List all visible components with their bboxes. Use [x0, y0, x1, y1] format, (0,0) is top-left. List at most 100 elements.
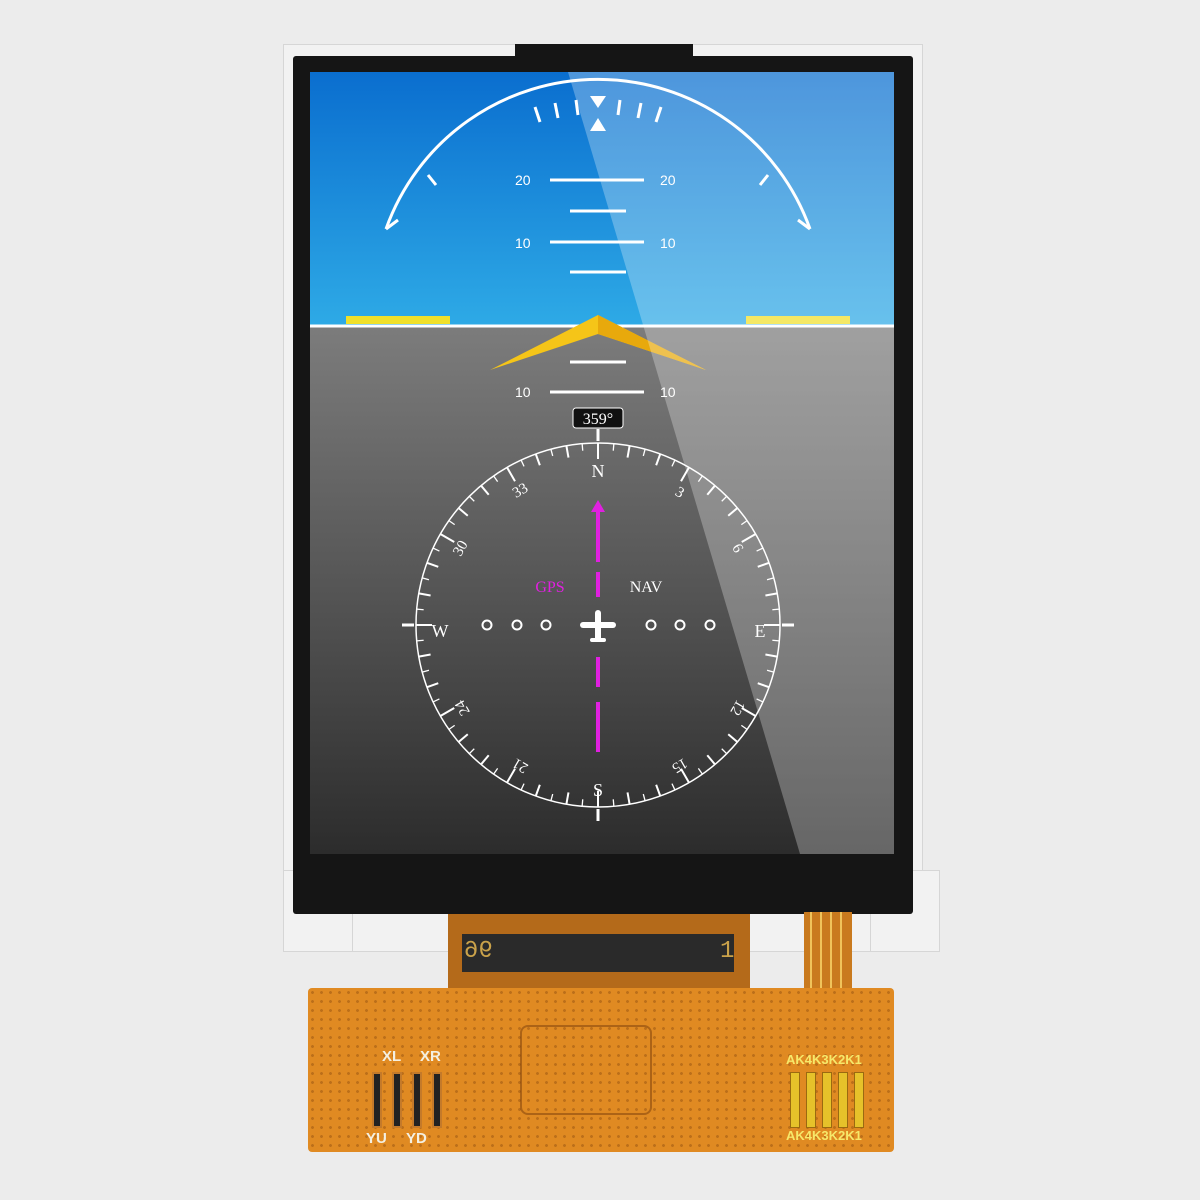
compass-tick: [432, 698, 440, 703]
bank-index-top-icon: [590, 96, 606, 108]
compass-tick: [506, 768, 516, 784]
compass-tick: [493, 475, 499, 483]
bank-arc: [384, 77, 812, 230]
pitch-ladder: [550, 178, 644, 394]
screen-glare: [568, 72, 894, 854]
compass-tick: [680, 466, 690, 482]
compass-tick: [565, 445, 570, 458]
compass-tick: [581, 799, 584, 807]
backlight-pad-a: [790, 1072, 800, 1128]
compass-tick: [756, 698, 764, 703]
compass-tick: [741, 707, 757, 717]
compass-tick: [426, 561, 439, 568]
compass-tick: [741, 533, 757, 543]
compass-21: 21: [510, 754, 531, 775]
compass-tick: [772, 608, 780, 611]
fpc-pin-label-right: 1: [720, 938, 735, 965]
pitch-label-up-10-right: 10: [660, 235, 676, 251]
heading-readout: 359°: [583, 411, 613, 428]
compass-tick: [565, 792, 570, 805]
compass-tick: [655, 453, 662, 466]
compass-tick: [642, 449, 646, 457]
compass-tick: [706, 754, 716, 766]
compass-tick: [757, 561, 770, 568]
compass-tick: [439, 707, 455, 717]
touch-label-xl: XL: [382, 1048, 402, 1065]
compass-tick: [493, 767, 499, 775]
compass-tick: [468, 748, 475, 755]
compass-tick: [448, 520, 456, 526]
compass-tick: [765, 592, 778, 597]
compass-tick: [422, 669, 430, 673]
compass-tick: [416, 639, 424, 642]
horizon-marker-left: [346, 316, 450, 324]
compass-tick: [422, 577, 430, 581]
airplane-icon: [580, 610, 616, 642]
pitch-label-up-10-left: 10: [515, 235, 531, 251]
fpc-pin-label-left: 96: [464, 938, 493, 965]
touch-pad-1: [372, 1072, 382, 1128]
compass-tick: [697, 767, 703, 775]
compass-15: 15: [669, 754, 690, 775]
bank-pointer-icon: [590, 118, 606, 131]
bank-ticks: [385, 99, 811, 231]
compass-tick: [740, 724, 748, 730]
compass-tick: [418, 592, 431, 597]
compass-tick: [457, 507, 469, 517]
cdi-dots: [481, 619, 716, 631]
backlight-pad-k2: [838, 1072, 848, 1128]
compass-tick: [448, 724, 456, 730]
compass-tick: [727, 733, 739, 743]
pitch-label-down-10-right: 10: [660, 384, 676, 400]
aircraft-symbol-shade: [598, 315, 706, 370]
display-screen: 20 20 10 10 10 10 359° N E S W 3 6 12 15…: [310, 72, 894, 854]
compass-tick: [765, 653, 778, 658]
compass-tick: [740, 520, 748, 526]
compass-tick: [671, 459, 676, 467]
compass-tick: [642, 793, 646, 801]
compass-tick: [439, 533, 455, 543]
touch-pad-2: [392, 1072, 402, 1128]
compass-tick: [416, 608, 424, 611]
compass-tick: [626, 445, 631, 458]
touch-label-yd: YD: [406, 1130, 427, 1147]
horizon-marker-right: [746, 316, 850, 324]
touch-pad-3: [412, 1072, 422, 1128]
compass-e: E: [755, 621, 766, 641]
compass-30: 30: [450, 538, 471, 559]
gps-label: GPS: [535, 579, 564, 596]
compass-tick: [480, 484, 490, 496]
compass-tick: [655, 784, 662, 797]
touch-pad-4: [432, 1072, 442, 1128]
compass-12: 12: [726, 697, 747, 718]
compass-tick: [534, 453, 541, 466]
fpc-board: XL XR YU YD AK4K3K2K1 AK4K3K2K1: [308, 988, 894, 1152]
compass-tick: [418, 653, 431, 658]
compass-tick: [581, 443, 584, 451]
compass-tick: [534, 784, 541, 797]
bezel-notch: [515, 44, 693, 58]
backlight-pad-k1: [854, 1072, 864, 1128]
nav-label: NAV: [630, 579, 663, 596]
compass-33: 33: [510, 480, 531, 501]
course-arrow-icon: [591, 500, 605, 512]
compass-tick: [612, 799, 615, 807]
compass-tick: [697, 475, 703, 483]
pitch-labels: 20 20 10 10 10 10: [515, 172, 676, 400]
touch-label-yu: YU: [366, 1130, 387, 1147]
pitch-label-up-20-left: 20: [515, 172, 531, 188]
backlight-pad-k3: [822, 1072, 832, 1128]
fpc-stiffener: [462, 934, 734, 972]
compass-tick: [506, 466, 516, 482]
backlight-ribbon: [804, 912, 852, 992]
compass-tick: [520, 783, 525, 791]
backlight-label-top: AK4K3K2K1: [786, 1052, 862, 1067]
compass-s: S: [593, 780, 603, 800]
backlight-pad-k4: [806, 1072, 816, 1128]
compass-tick: [772, 639, 780, 642]
pitch-label-down-10-left: 10: [515, 384, 531, 400]
fpc-trace-area: [520, 1025, 652, 1115]
compass-tick: [457, 733, 469, 743]
heading-readout-box: [572, 407, 624, 429]
compass-tick: [721, 495, 728, 502]
